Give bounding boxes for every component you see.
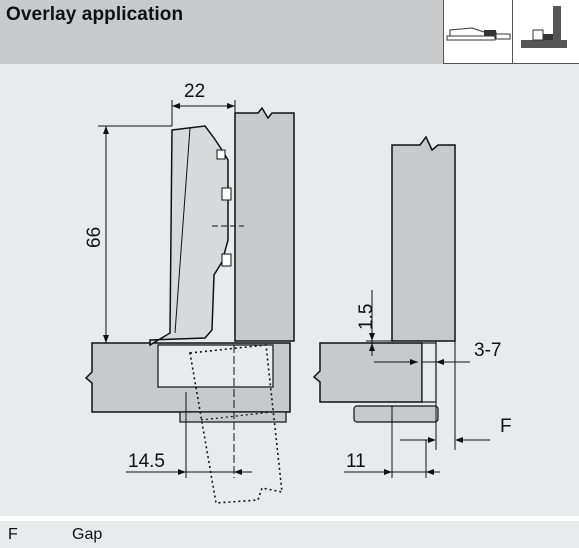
- dim-drilling-14-5: 14.5: [128, 451, 165, 472]
- mounting-plate: [179, 411, 287, 423]
- overlay-side-view-icon: [512, 0, 579, 64]
- dim-width-22: 22: [184, 81, 205, 102]
- legend-row: F Gap: [0, 521, 579, 548]
- legend-value-gap: Gap: [72, 526, 103, 543]
- hinge-drawing-area: 22 66 14.5: [0, 64, 579, 516]
- hinge-open-position: [189, 344, 283, 504]
- overlay-top-view-icon: [443, 0, 512, 64]
- hinge-arm: [149, 125, 229, 347]
- dim-overlay-3-7: 3-7: [474, 340, 501, 361]
- dim-gap-f: F: [500, 416, 512, 437]
- dim-offset-1-5: 1.5: [356, 304, 377, 330]
- hinge-cup: [157, 344, 274, 388]
- dim-height-66: 66: [84, 227, 105, 248]
- door-panel-right: [312, 342, 423, 403]
- mounting-plate-right: [353, 405, 439, 423]
- cabinet-side-panel: [234, 106, 295, 342]
- hinge-technical-drawing: 22 66 14.5: [84, 81, 512, 504]
- header-bar: Overlay application: [0, 0, 579, 64]
- cabinet-side-panel-right: [391, 135, 456, 342]
- legend-key-f: F: [8, 526, 18, 543]
- page-title: Overlay application: [6, 4, 184, 25]
- dim-edge-11: 11: [346, 451, 366, 472]
